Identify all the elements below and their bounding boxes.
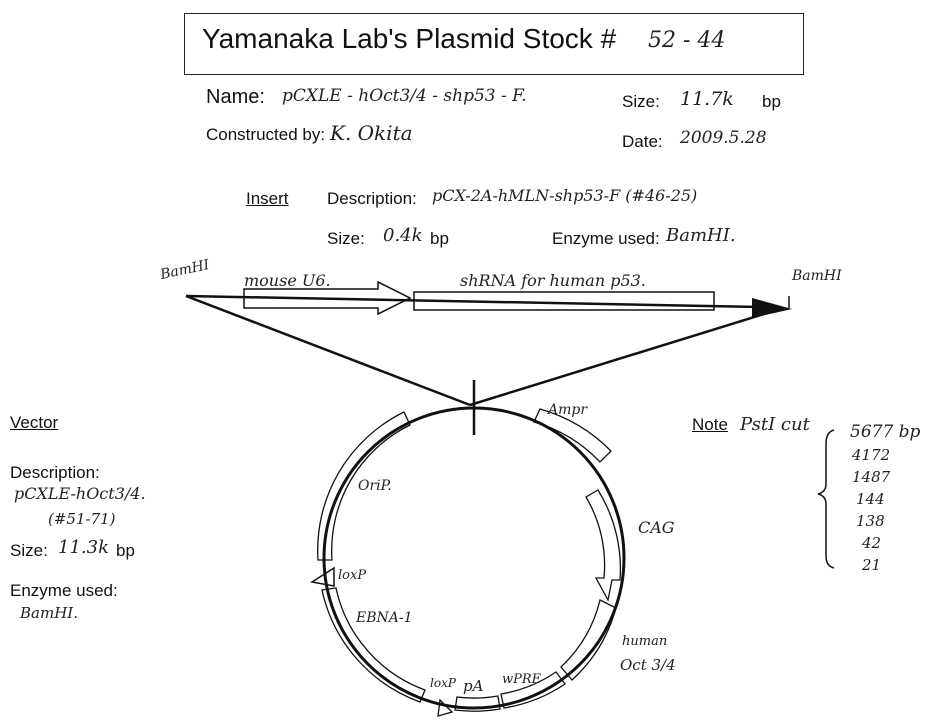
- page-title: Yamanaka Lab's Plasmid Stock #: [202, 23, 617, 54]
- insert-size-value: 0.4k: [383, 225, 423, 246]
- plasmid-backbone: [322, 406, 626, 710]
- note-fragment: 4172: [852, 446, 891, 464]
- constructed-by-value: K. Okita: [330, 121, 413, 145]
- cag-arrow: [585, 489, 622, 602]
- insert-section-label: Insert: [246, 189, 289, 208]
- insert-enzyme-value: BamHI.: [666, 225, 736, 246]
- amp-label: Ampr: [548, 402, 588, 418]
- note-fragment: 5677 bp: [850, 422, 921, 442]
- wpre-segment: [500, 671, 566, 709]
- vector-section-label: Vector: [10, 413, 59, 432]
- ampr-segment: [533, 408, 612, 463]
- vector-description-line2: (#51-71): [48, 510, 116, 528]
- size-unit: bp: [762, 92, 781, 111]
- title-box: [184, 13, 804, 75]
- right-expansion-line: [469, 307, 781, 407]
- name-label: Name:: [206, 86, 265, 108]
- insert-description-value: pCX-2A-hMLN-shp53-F (#46-25): [432, 186, 698, 205]
- constructed-by-label: Constructed by:: [206, 125, 326, 144]
- human-oct-label-line1: human: [622, 634, 668, 649]
- stock-number: 52 - 44: [648, 28, 726, 53]
- size-value: 11.7k: [680, 88, 734, 110]
- loxp-bottom-label: loxP: [430, 676, 456, 690]
- vector-enzyme-label: Enzyme used:: [10, 581, 118, 600]
- orip-segment: [317, 411, 411, 561]
- note-fragment: 138: [856, 512, 885, 530]
- insert-enzyme-label: Enzyme used:: [552, 229, 660, 248]
- vector-description-label: Description:: [10, 463, 100, 482]
- human-oct-label-line2: Oct 3/4: [620, 656, 676, 674]
- note-digest: PstI cut: [740, 414, 810, 435]
- insert-line: [185, 294, 761, 309]
- note-fragment: 144: [856, 490, 885, 508]
- loxp-left-marker: [309, 566, 335, 587]
- note-brace: [817, 429, 835, 569]
- wpre-label: wPRE: [502, 672, 542, 687]
- left-expansion-line: [185, 294, 471, 407]
- vector-size-value: 11.3k: [58, 537, 109, 558]
- insert-size-unit: bp: [430, 229, 449, 248]
- shrna-label: shRNA for human p53.: [460, 271, 646, 290]
- pa-segment: [454, 695, 501, 712]
- note-fragment: 1487: [852, 468, 891, 486]
- insert-size-label: Size:: [327, 229, 365, 248]
- ebna-segment: [321, 587, 426, 703]
- ebna-label: EBNA-1: [356, 610, 413, 626]
- insert-right-site: BamHI: [792, 268, 842, 284]
- vector-enzyme-value: BamHI.: [20, 604, 78, 622]
- size-label: Size:: [622, 92, 660, 111]
- mouse-u6-label: mouse U6.: [244, 271, 331, 290]
- vector-description-line1: pCXLE-hOct3/4.: [14, 484, 146, 503]
- vector-size-unit: bp: [116, 541, 135, 560]
- insert-arrowhead: [752, 298, 792, 318]
- vector-size-label: Size:: [10, 541, 48, 560]
- insert-description-label: Description:: [327, 189, 417, 208]
- date-label: Date:: [622, 132, 663, 151]
- note-section-label: Note: [692, 415, 728, 434]
- mouse-u6-arrow: [243, 280, 412, 316]
- cag-label: CAG: [638, 518, 675, 537]
- shrna-box: [413, 291, 715, 311]
- orip-label: OriP.: [358, 478, 392, 494]
- date-value: 2009.5.28: [680, 128, 767, 148]
- oct34-segment: [560, 599, 617, 681]
- loxp-bottom-marker: [437, 698, 454, 717]
- note-fragment: 42: [862, 534, 882, 552]
- loxp-left-label: loxP: [338, 568, 367, 583]
- note-fragment: 21: [862, 556, 882, 574]
- name-value: pCXLE - hOct3/4 - shp53 - F.: [282, 86, 527, 106]
- pa-label: pA: [463, 677, 484, 695]
